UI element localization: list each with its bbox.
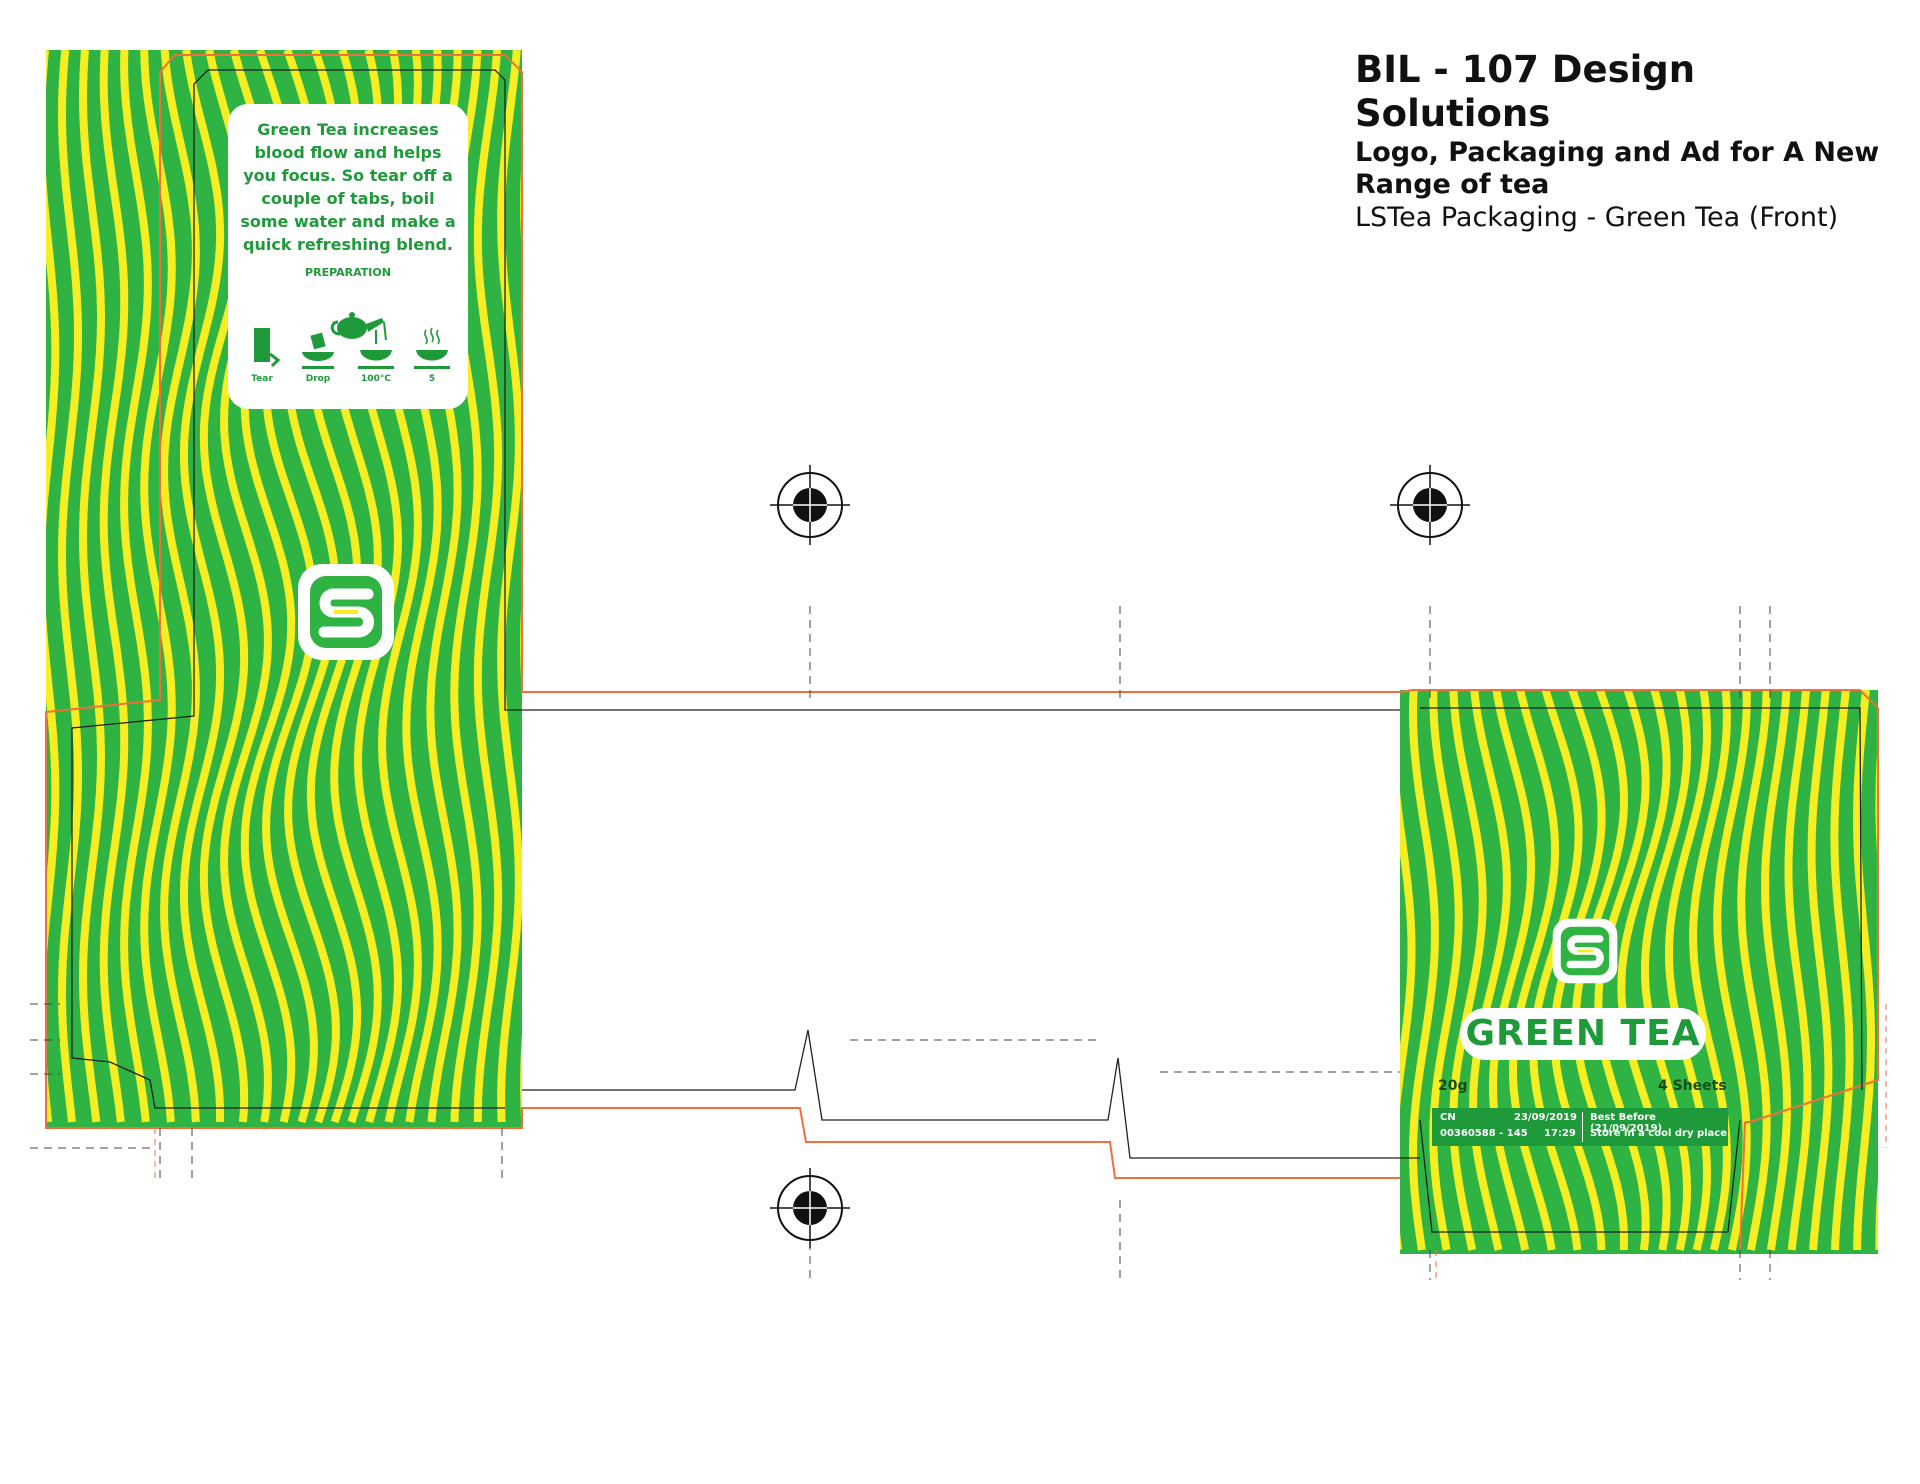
batch-code: 00360588 - 145 [1440, 1128, 1528, 1139]
wave-stripe [1853, 690, 1875, 1251]
preparation-steps: Tear Drop 100°C 5 [234, 326, 462, 406]
sheet-count: 4 Sheets [1658, 1078, 1727, 1094]
info-description: Green Tea increases blood flow and helps… [240, 120, 456, 254]
batch-cn-date: 23/09/2019 [1514, 1112, 1577, 1123]
teapot-icon [330, 312, 387, 341]
wave-stripe [1429, 690, 1463, 1251]
lstea-logo-front [1552, 918, 1618, 984]
tear-tab-icon [254, 328, 281, 368]
batch-cn-label: CN [1440, 1112, 1456, 1123]
wave-stripe [1830, 690, 1854, 1251]
registration-mark-icon [770, 1168, 850, 1248]
wave-stripe [140, 50, 176, 1123]
wave-stripe [1664, 690, 1711, 1251]
best-before: Best Before (21/09/2019) [1590, 1112, 1663, 1134]
guide-lines [30, 606, 1771, 1280]
cut-lines [45, 54, 1879, 1251]
step-label: 100°C [361, 374, 391, 384]
header-subtitle-2: Range of tea [1355, 169, 1550, 201]
wave-stripe [1640, 690, 1691, 1251]
wave-stripe [57, 50, 82, 1123]
wave-stripe [1400, 791, 1416, 1250]
wave-stripe [19, 50, 33, 1122]
step-tear: Tear [234, 326, 290, 384]
preparation-title: PREPARATION [305, 266, 391, 279]
batch-divider [1582, 1112, 1583, 1142]
wave-stripe [1807, 690, 1833, 1251]
lstea-logo-back [298, 564, 394, 660]
wave-stripe [1449, 690, 1487, 1251]
wave-stripe [46, 50, 60, 1123]
wave-stripe [99, 50, 129, 1123]
step-drop: Drop [290, 326, 346, 384]
wave-stripe [1875, 737, 1878, 1250]
info-card: Green Tea increases blood flow and helps… [228, 104, 468, 409]
wave-stripe [1509, 690, 1560, 1251]
wave-stripe [473, 50, 503, 1122]
product-name-label: GREEN TEA [1460, 1008, 1706, 1060]
storage-note: Store in a cool dry place [1590, 1128, 1728, 1139]
wave-stripe [1489, 690, 1536, 1251]
wave-stripe [78, 50, 106, 1123]
step-label: 5 [428, 374, 436, 384]
step-boil: 100°C [348, 326, 404, 384]
step-label: Tear [251, 374, 273, 384]
wave-stripe [160, 50, 200, 1123]
step-label: Drop [305, 374, 331, 384]
batch-time: 17:29 [1544, 1128, 1576, 1139]
wave-stripe [1469, 690, 1511, 1251]
net-weight: 20g [1438, 1078, 1468, 1094]
wave-stripe [120, 50, 152, 1123]
header-subtitle-1: Logo, Packaging and Ad for A New [1355, 136, 1880, 168]
wave-stripe [180, 50, 225, 1123]
design-header: BIL - 107 Design Solutions Logo, Packagi… [1355, 48, 1895, 234]
wave-stripe [1689, 690, 1731, 1251]
steaming-cup-icon [414, 327, 450, 369]
front-panel-artwork [1372, 690, 1878, 1254]
wave-stripe [1617, 690, 1671, 1251]
wave-stripe [497, 50, 522, 1123]
wave-stripe [1372, 690, 1389, 1250]
registration-mark-icon [1390, 465, 1470, 545]
fold-lines [71, 69, 1863, 1233]
guide-lines-orange [154, 1004, 1887, 1280]
step-steep: 5 [404, 326, 460, 384]
drop-in-cup-icon [302, 332, 334, 369]
batch-info-panel: CN 23/09/2019 00360588 - 145 17:29 Best … [1432, 1108, 1728, 1146]
hot-cup-icon [358, 330, 394, 369]
wave-stripe [1713, 690, 1751, 1251]
wave-stripe [1737, 690, 1771, 1251]
wave-stripe [1529, 690, 1583, 1251]
registration-mark-icon [770, 465, 850, 545]
header-title: BIL - 107 Design Solutions [1355, 48, 1696, 136]
wave-stripe [1784, 690, 1812, 1251]
header-caption: LSTea Packaging - Green Tea (Front) [1355, 201, 1839, 233]
wave-stripe [520, 153, 522, 1123]
wave-stripe [1408, 690, 1439, 1251]
wave-stripe [1761, 690, 1792, 1251]
